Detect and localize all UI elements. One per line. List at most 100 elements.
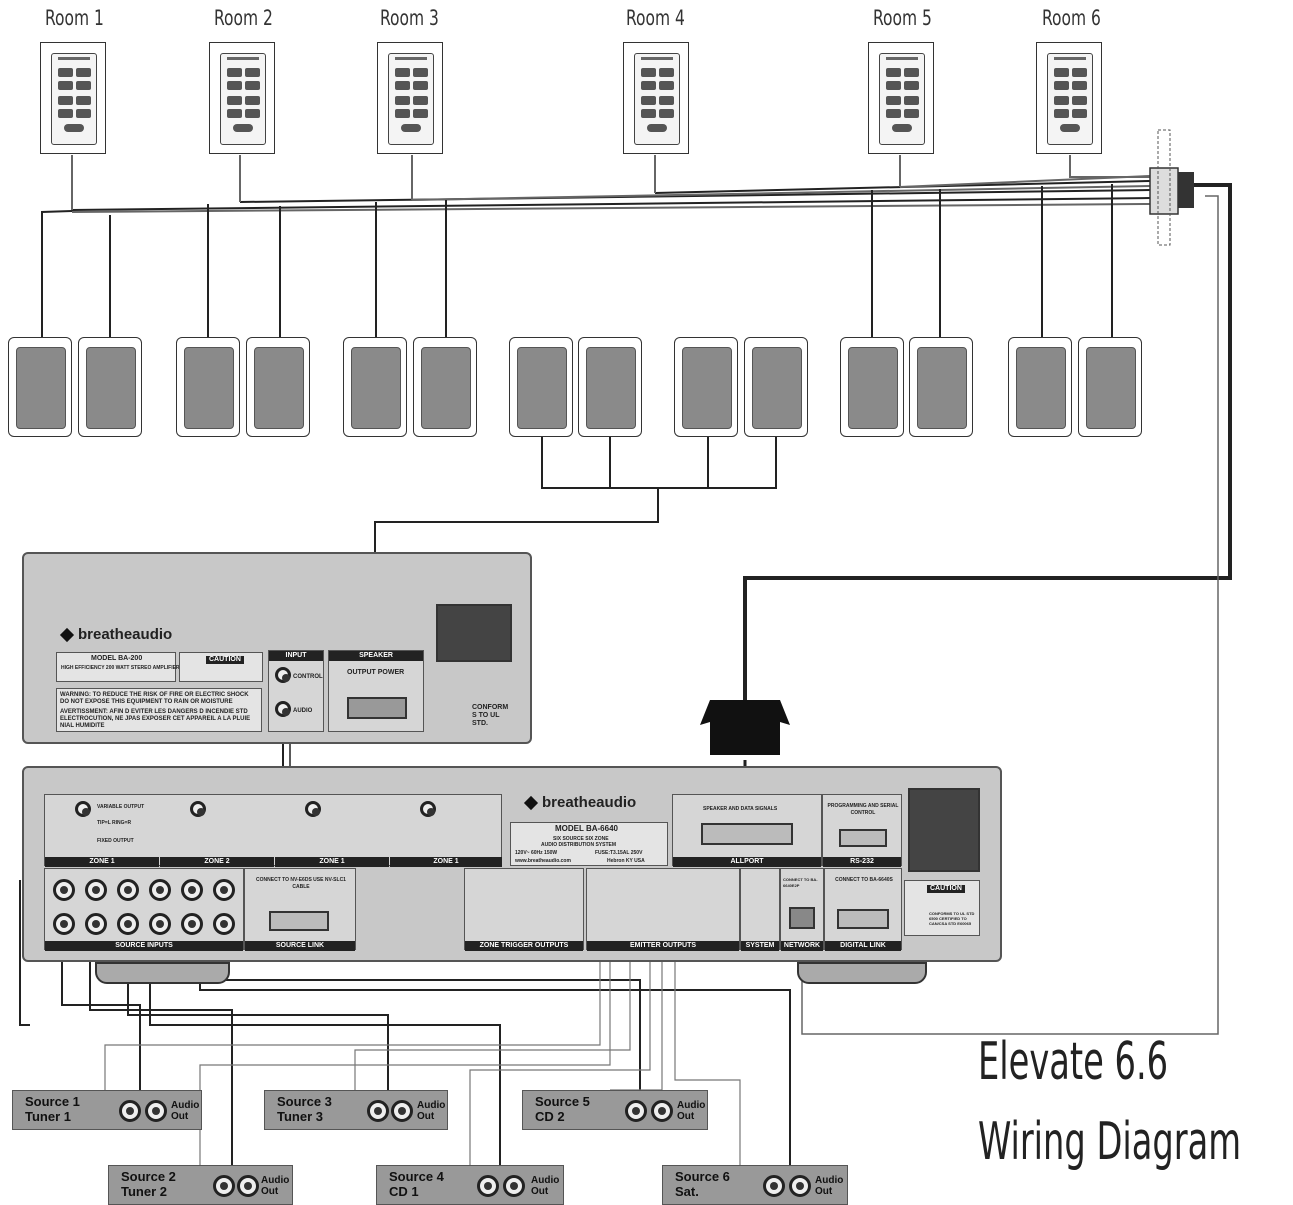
tip-ring-label: TIP=L RING=R bbox=[97, 820, 132, 826]
diagram-title-line1: Elevate 6.6 bbox=[978, 1032, 1169, 1092]
source-rca-jack bbox=[53, 913, 75, 935]
network-note: CONNECT TO BA-6640E2P bbox=[783, 877, 818, 888]
network-panel: CONNECT TO BA-6640E2P NETWORK bbox=[780, 868, 824, 951]
room-label: Room 2 bbox=[214, 6, 273, 30]
db25-port bbox=[701, 823, 793, 845]
source-rca-jack bbox=[149, 913, 171, 935]
amp-caution-label: CAUTION bbox=[179, 652, 263, 682]
hub-fuse: FUSE:T3.15AL 250V bbox=[595, 850, 643, 856]
bundle-wire bbox=[411, 185, 1151, 201]
amp-control-label: CONTROL bbox=[293, 674, 323, 680]
hub-rear-panel: ZONE 1 ZONE 2 ZONE 1 ZONE 1 VARIABLE OUT… bbox=[22, 766, 1002, 962]
keypad bbox=[209, 42, 275, 154]
speaker bbox=[1078, 337, 1142, 437]
zone-outputs-panel: ZONE 1 ZONE 2 ZONE 1 ZONE 1 VARIABLE OUT… bbox=[44, 794, 502, 867]
source-rca-jack bbox=[85, 879, 107, 901]
rca-out-jack bbox=[763, 1175, 785, 1197]
source-link-label: SOURCE LINK bbox=[245, 941, 355, 951]
hub-foot bbox=[95, 962, 230, 984]
source-rca-jack bbox=[117, 879, 139, 901]
hub-caution: CAUTION bbox=[927, 885, 965, 893]
amp-brand-text: breatheaudio bbox=[78, 626, 173, 643]
brand-logo-icon bbox=[523, 795, 539, 811]
keypad bbox=[377, 42, 443, 154]
speaker bbox=[176, 337, 240, 437]
source-link-panel: CONNECT TO NV-E6DS USE NV-SLC1 CABLE SOU… bbox=[244, 868, 356, 951]
keypad-wire bbox=[1069, 155, 1150, 178]
source-rca-jack bbox=[85, 913, 107, 935]
hub-ul: CONFORMS TO UL STD 6500 CERTIFIED TO CAN… bbox=[929, 911, 975, 926]
rca-out-jack bbox=[625, 1100, 647, 1122]
hub-foot bbox=[797, 962, 927, 984]
speaker-terminal bbox=[347, 697, 407, 719]
programming-label: PROGRAMMING AND SERIAL CONTROL bbox=[827, 803, 899, 816]
hub-caution-label: CAUTION CONFORMS TO UL STD 6500 CERTIFIE… bbox=[904, 880, 980, 936]
wall-plate bbox=[1149, 167, 1179, 215]
db9-port bbox=[839, 829, 887, 847]
amp-input-panel: INPUT CONTROL AUDIO bbox=[268, 650, 324, 732]
amp-output-power: OUTPUT POWER bbox=[347, 669, 405, 676]
source-rca-jack bbox=[149, 879, 171, 901]
rj45-port bbox=[789, 907, 815, 929]
rca-out-jack bbox=[391, 1100, 413, 1122]
emitter-wire bbox=[104, 920, 601, 1090]
hub-model: MODEL BA-6640 bbox=[555, 824, 618, 833]
system-panel: SYSTEM bbox=[740, 868, 780, 951]
zone-label: ZONE 1 bbox=[390, 857, 502, 867]
zone-label: ZONE 1 bbox=[275, 857, 389, 867]
speaker bbox=[840, 337, 904, 437]
speaker bbox=[744, 337, 808, 437]
rs232-panel: PROGRAMMING AND SERIAL CONTROL RS-232 bbox=[822, 794, 902, 867]
source-rca-jack bbox=[53, 879, 75, 901]
speaker bbox=[578, 337, 642, 437]
db25-plug bbox=[700, 700, 790, 755]
audio-out-label: Audio Out bbox=[171, 1100, 200, 1122]
allport-cable bbox=[743, 183, 1232, 700]
rca-out-jack bbox=[503, 1175, 525, 1197]
emitter-wire bbox=[354, 920, 631, 1090]
rca-out-jack bbox=[237, 1175, 259, 1197]
hub-web: www.breatheaudio.com bbox=[515, 858, 571, 864]
speaker bbox=[909, 337, 973, 437]
rs232-label: RS-232 bbox=[823, 857, 901, 867]
speaker-wire bbox=[541, 437, 777, 489]
amp-conform: CONFORM S TO UL STD. bbox=[472, 704, 509, 727]
variable-output-jack bbox=[420, 801, 436, 817]
network-cable bbox=[801, 195, 1219, 1035]
keypad bbox=[40, 42, 106, 154]
network-label: NETWORK bbox=[781, 941, 823, 951]
speaker-wire bbox=[41, 210, 73, 337]
amplifier-rear-panel: breatheaudio MODEL BA-200 HIGH EFFICIENC… bbox=[22, 552, 532, 744]
room-label: Room 6 bbox=[1042, 6, 1101, 30]
amp-caution: CAUTION bbox=[206, 656, 244, 664]
speaker bbox=[1008, 337, 1072, 437]
speaker bbox=[78, 337, 142, 437]
digital-note: CONNECT TO BA-6640S bbox=[835, 877, 893, 883]
source-inputs-panel: SOURCE INPUTS bbox=[44, 868, 244, 951]
source-rca-jack bbox=[181, 879, 203, 901]
source-rca-jack bbox=[213, 913, 235, 935]
hub-desc2: AUDIO DISTRIBUTION SYSTEM bbox=[541, 842, 617, 848]
emitter-wire bbox=[674, 920, 741, 1165]
audio-jack bbox=[275, 701, 291, 717]
speaker bbox=[343, 337, 407, 437]
rca-out-jack bbox=[145, 1100, 167, 1122]
rca-out-jack bbox=[477, 1175, 499, 1197]
hub-brand-text: breatheaudio bbox=[542, 794, 637, 811]
allport-title: SPEAKER AND DATA SIGNALS bbox=[703, 806, 778, 812]
wall-strip bbox=[1157, 129, 1171, 246]
amp-warning: WARNING: TO REDUCE THE RISK OF FIRE OR E… bbox=[60, 692, 249, 705]
zone-trigger-panel: ZONE TRIGGER OUTPUTS bbox=[464, 868, 584, 951]
zone-label: ZONE 1 bbox=[45, 857, 159, 867]
amp-speaker-title: SPEAKER bbox=[329, 651, 423, 661]
db15-digital-port bbox=[837, 909, 889, 929]
hub-loc: Hebron KY USA bbox=[607, 858, 645, 864]
